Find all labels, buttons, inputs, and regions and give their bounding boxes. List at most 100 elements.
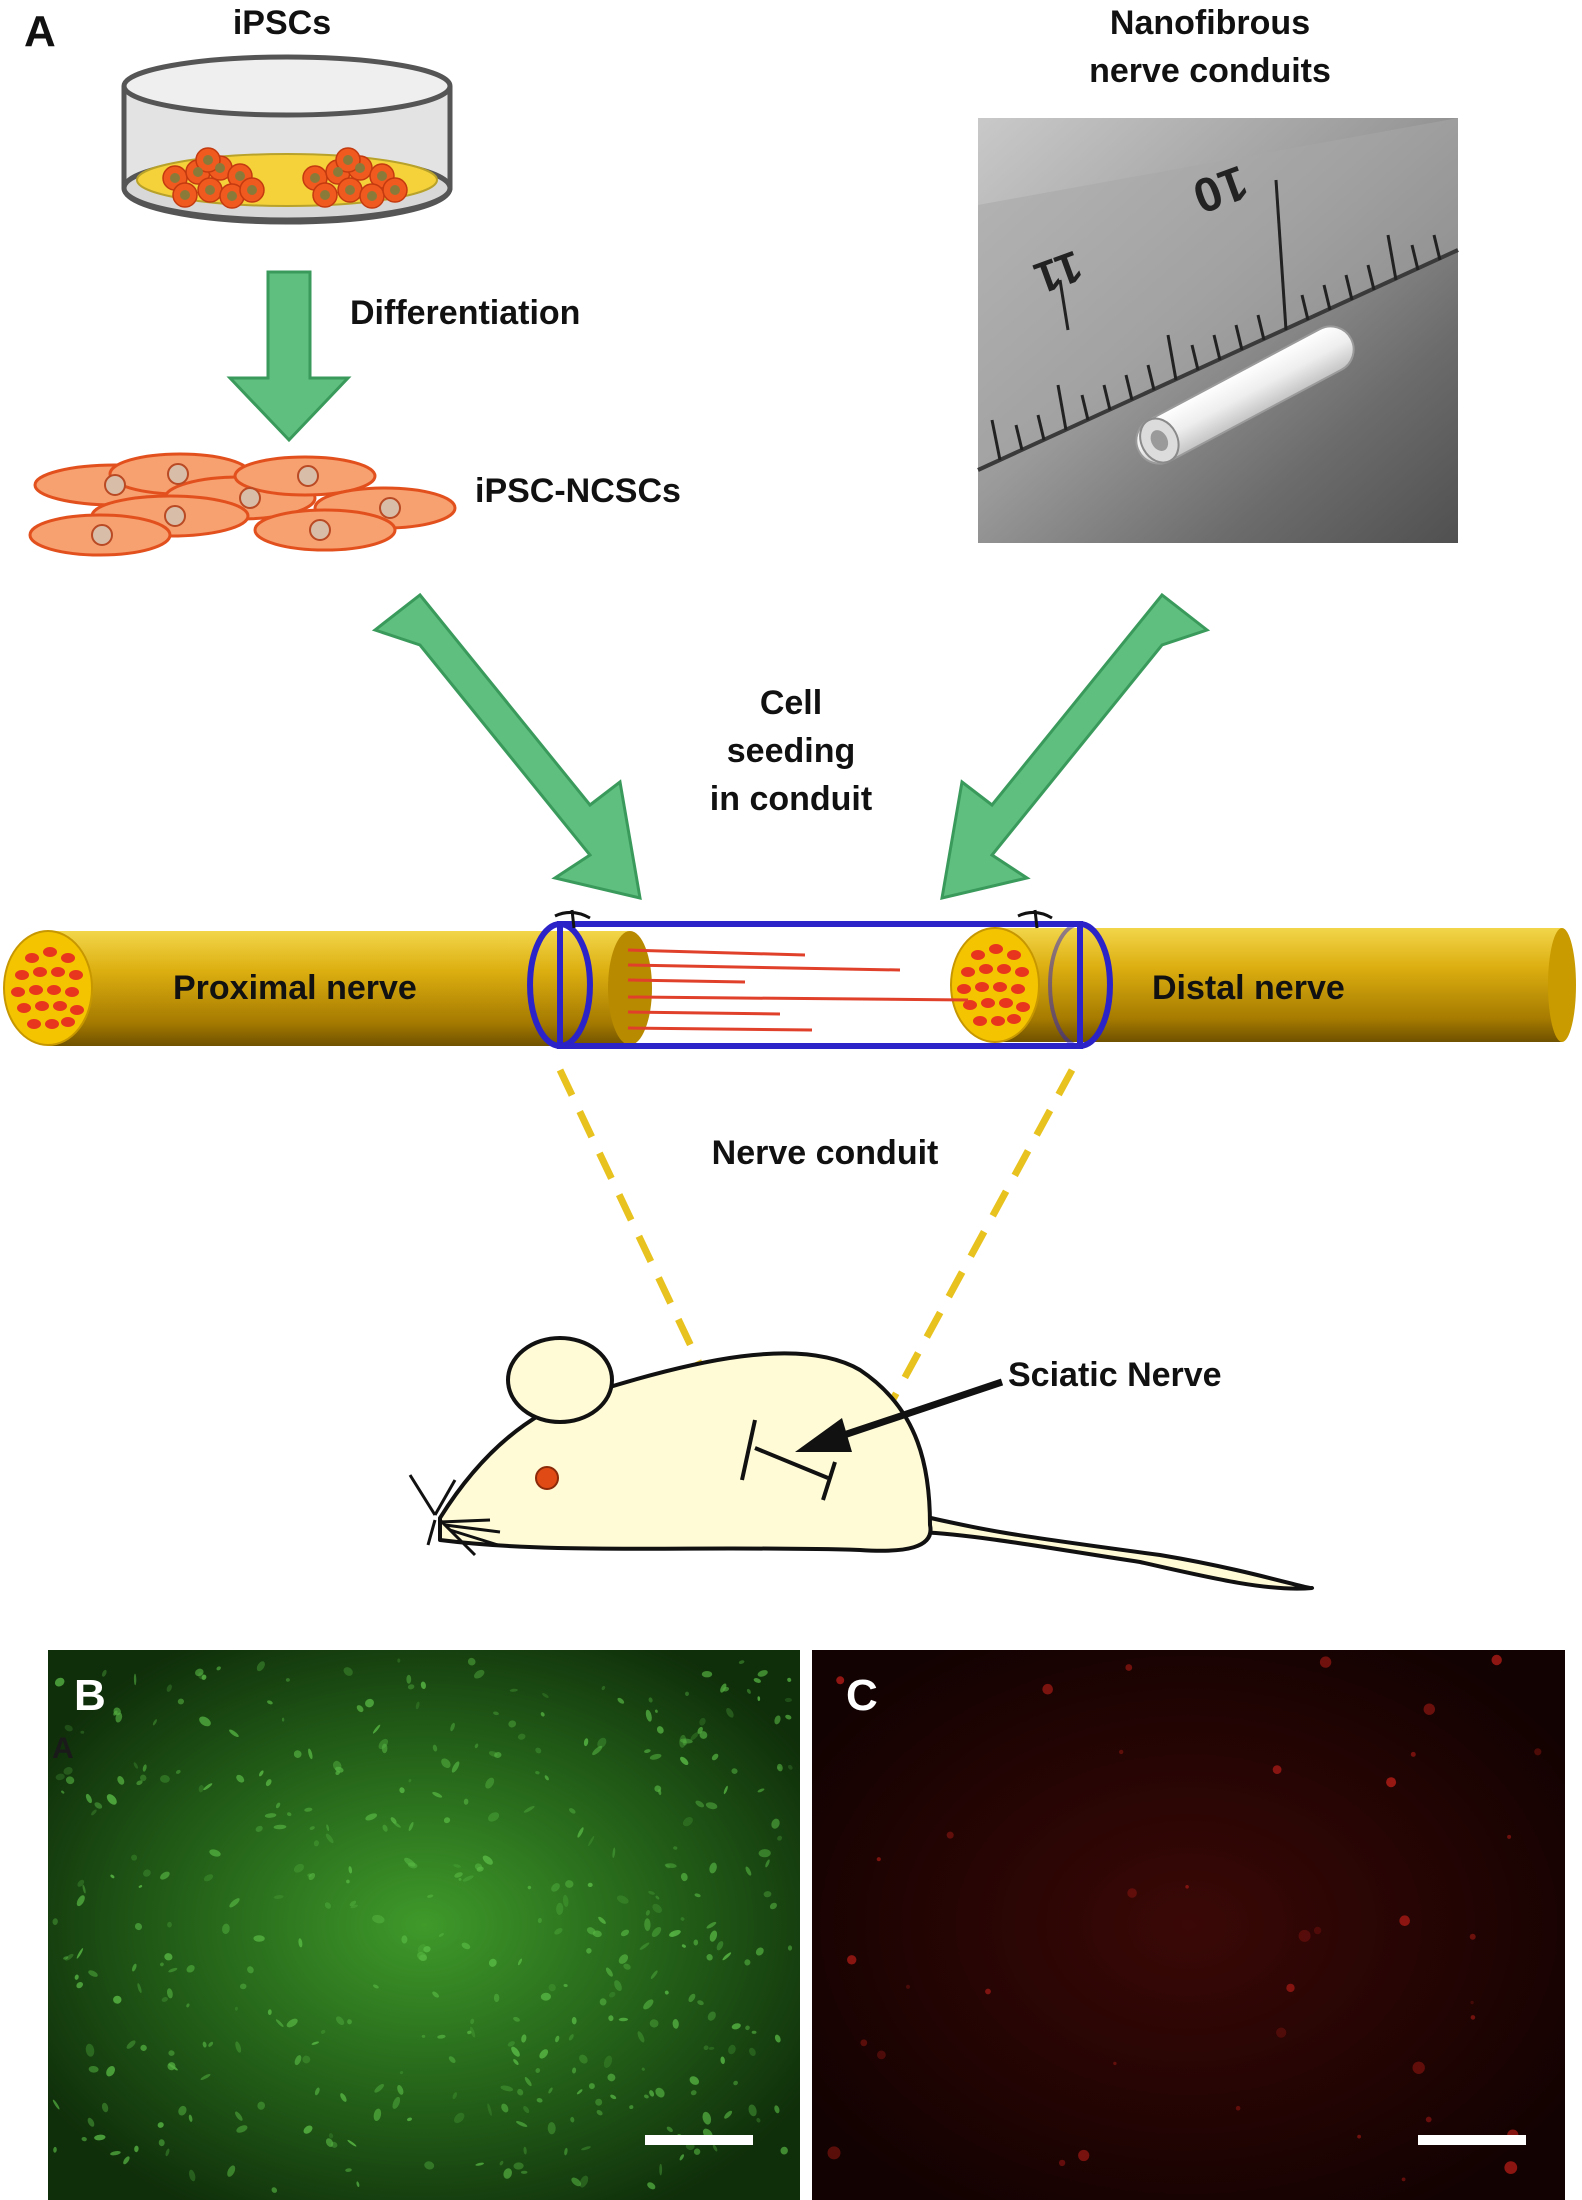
gfp-speck bbox=[693, 1939, 699, 1946]
gfp-speck bbox=[298, 1938, 303, 1948]
gfp-speck bbox=[620, 1929, 630, 1937]
gfp-speck bbox=[650, 1970, 658, 1979]
gfp-speck bbox=[554, 1927, 563, 1935]
gfp-speck bbox=[166, 1988, 173, 1999]
rfp-speck bbox=[827, 2146, 841, 2160]
gfp-speck bbox=[273, 1895, 284, 1899]
gfp-speck bbox=[537, 1917, 542, 1924]
gfp-speck bbox=[693, 2148, 701, 2155]
gfp-speck bbox=[682, 1739, 688, 1746]
gfp-speck bbox=[655, 2087, 665, 2098]
gfp-speck bbox=[188, 2114, 193, 2122]
gfp-speck bbox=[610, 2094, 617, 2100]
gfp-speck bbox=[695, 1800, 705, 1808]
gfp-speck bbox=[133, 1673, 137, 1686]
gfp-speck bbox=[239, 1983, 247, 1990]
gfp-speck bbox=[432, 1791, 443, 1798]
gfp-speck bbox=[397, 2085, 404, 2095]
gfp-speck bbox=[236, 2125, 248, 2133]
gfp-speck bbox=[332, 1760, 342, 1771]
gfp-speck bbox=[160, 1962, 164, 1967]
gfp-speck bbox=[136, 1780, 143, 1786]
gfp-speck bbox=[52, 2099, 60, 2110]
gfp-speck bbox=[293, 1750, 302, 1758]
gfp-speck bbox=[304, 1807, 313, 1812]
gfp-speck bbox=[659, 2163, 663, 2176]
panel-b-stray-letter: A bbox=[52, 1732, 74, 1765]
gfp-speck bbox=[470, 2018, 475, 2025]
gfp-speck bbox=[407, 1684, 415, 1690]
gfp-speck bbox=[648, 1891, 655, 1895]
rfp-speck bbox=[1185, 1885, 1189, 1889]
gfp-speck bbox=[186, 2003, 190, 2008]
gfp-speck bbox=[722, 1952, 732, 1961]
gfp-speck bbox=[723, 1785, 728, 1795]
gfp-speck bbox=[605, 1967, 613, 1977]
gfp-speck bbox=[256, 1661, 265, 1672]
gfp-speck bbox=[365, 1698, 374, 1708]
gfp-speck bbox=[133, 1762, 138, 1769]
gfp-speck bbox=[209, 1849, 221, 1857]
gfp-speck bbox=[202, 2041, 207, 2048]
gfp-speck bbox=[680, 1872, 688, 1882]
gfp-speck bbox=[168, 2063, 178, 2071]
gfp-speck bbox=[140, 2044, 147, 2052]
gfp-speck bbox=[314, 2087, 320, 2096]
rfp-speck bbox=[1298, 1929, 1311, 1942]
gfp-speck bbox=[203, 1874, 214, 1882]
gfp-speck bbox=[308, 1748, 313, 1760]
gfp-speck bbox=[757, 1788, 765, 1793]
gfp-speck bbox=[419, 1954, 427, 1961]
gfp-speck bbox=[443, 1817, 451, 1824]
gfp-speck bbox=[64, 1724, 73, 1732]
gfp-speck bbox=[511, 2046, 520, 2057]
gfp-speck bbox=[63, 1956, 69, 1960]
gfp-speck bbox=[673, 1846, 678, 1850]
gfp-speck bbox=[117, 1776, 125, 1785]
gfp-speck bbox=[335, 1766, 344, 1773]
gfp-speck bbox=[65, 1953, 74, 1961]
gfp-speck bbox=[670, 1932, 675, 1937]
gfp-speck bbox=[420, 1681, 426, 1690]
gfp-speck bbox=[652, 1903, 663, 1913]
panel-c-micrograph bbox=[812, 1650, 1565, 2200]
gfp-speck bbox=[784, 1697, 792, 1703]
rfp-speck bbox=[1504, 2161, 1518, 2175]
rfp-speck bbox=[985, 1988, 991, 1995]
gfp-speck bbox=[178, 2105, 187, 2116]
gfp-speck bbox=[501, 2103, 509, 2113]
gfp-speck bbox=[576, 2089, 583, 2095]
rfp-speck bbox=[1491, 1654, 1502, 1666]
gfp-speck bbox=[763, 1891, 772, 1898]
rfp-speck bbox=[1113, 2061, 1117, 2066]
gfp-speck bbox=[408, 1821, 414, 1832]
gfp-speck bbox=[595, 2098, 603, 2106]
gfp-speck bbox=[343, 1667, 353, 1676]
gfp-speck bbox=[521, 2034, 527, 2043]
gfp-speck bbox=[645, 1709, 652, 1722]
gfp-speck bbox=[644, 1918, 651, 1931]
panel-label-c: C bbox=[846, 1671, 878, 1720]
rfp-speck bbox=[1286, 1983, 1295, 1993]
gfp-speck bbox=[774, 2105, 780, 2114]
gfp-speck bbox=[461, 1942, 471, 1950]
gfp-speck bbox=[253, 1935, 265, 1942]
gfp-speck bbox=[77, 1879, 85, 1887]
gfp-speck bbox=[648, 1697, 653, 1703]
gfp-speck bbox=[524, 2077, 532, 2087]
gfp-speck bbox=[629, 2105, 634, 2110]
gfp-speck bbox=[113, 1995, 122, 2004]
gfp-speck bbox=[198, 1785, 204, 1793]
gfp-speck bbox=[393, 1821, 401, 1828]
gfp-speck bbox=[222, 1923, 230, 1934]
gfp-speck bbox=[517, 2088, 524, 2096]
gfp-speck bbox=[102, 1669, 107, 1677]
gfp-speck bbox=[709, 1930, 718, 1942]
gfp-speck bbox=[488, 1958, 497, 1967]
gfp-speck bbox=[535, 2068, 541, 2073]
gfp-speck bbox=[138, 1885, 143, 1888]
gfp-speck bbox=[712, 2144, 718, 2152]
gfp-speck bbox=[639, 1942, 650, 1950]
gfp-speck bbox=[641, 2067, 645, 2071]
gfp-speck bbox=[453, 1864, 462, 1868]
